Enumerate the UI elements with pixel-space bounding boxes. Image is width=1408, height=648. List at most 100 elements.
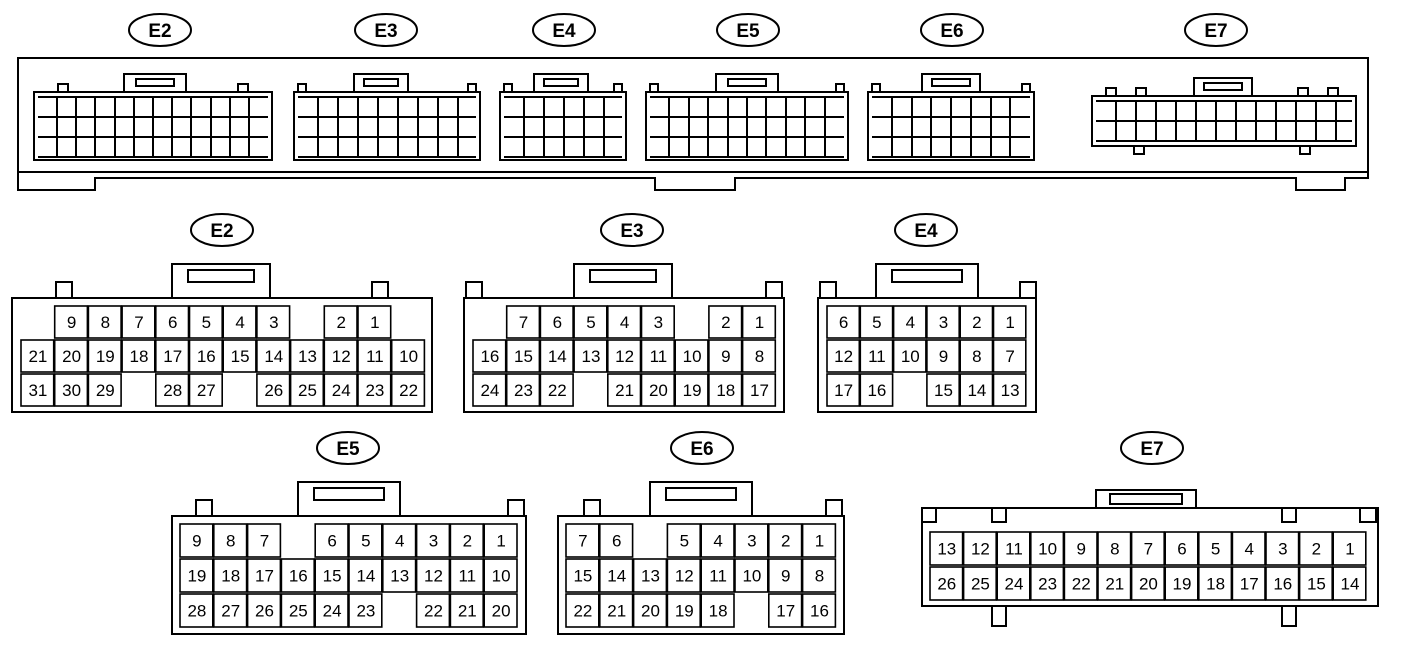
pin-e7-6: 6 (1164, 531, 1199, 566)
pin-number: 24 (1005, 575, 1024, 594)
pin-number: 3 (939, 313, 948, 332)
pin-e4-3: 3 (926, 305, 961, 339)
pin-e6-22: 22 (565, 593, 600, 628)
pin-number: 7 (519, 313, 528, 332)
pin-e3-16: 16 (472, 339, 507, 373)
pin-number: 6 (168, 313, 177, 332)
connector-label-text: E5 (736, 21, 760, 42)
pin-e7-14: 14 (1332, 566, 1367, 601)
pin-number: 11 (650, 347, 668, 366)
pin-e2-2: 2 (323, 305, 358, 339)
pin-e4-4: 4 (892, 305, 927, 339)
pin-number: 2 (336, 313, 345, 332)
pin-e6-3: 3 (734, 523, 769, 558)
pin-e2-18: 18 (121, 339, 156, 373)
pin-number: 17 (834, 381, 853, 400)
pin-number: 3 (1278, 540, 1287, 559)
pin-number: 23 (365, 381, 384, 400)
pin-number: 22 (573, 602, 592, 621)
pin-e6-4: 4 (700, 523, 735, 558)
pin-e4-10: 10 (892, 339, 927, 373)
overview-plug-e5 (645, 73, 849, 161)
pin-number: 18 (130, 347, 149, 366)
pin-number: 18 (716, 381, 735, 400)
pin-number: 25 (971, 575, 990, 594)
pin-e6-1: 1 (801, 523, 837, 558)
pin-e4-14: 14 (959, 373, 994, 407)
connector-label-text: E2 (148, 21, 171, 42)
pin-e7-21: 21 (1097, 566, 1132, 601)
pin-number: 7 (134, 313, 143, 332)
pin-number: 10 (901, 347, 920, 366)
overview-plug-e7 (1091, 77, 1357, 155)
pin-number: 23 (356, 602, 375, 621)
pin-number: 8 (1110, 540, 1119, 559)
pin-number: 5 (872, 313, 881, 332)
pin-number: 9 (939, 347, 948, 366)
connector-label-e4-top: E4 (532, 13, 596, 47)
pin-number: 15 (573, 567, 592, 586)
connector-e4-body (817, 263, 1037, 413)
pin-number: 17 (750, 381, 769, 400)
pin-e3-15: 15 (505, 339, 541, 373)
pin-number: 2 (721, 313, 730, 332)
pin-number: 14 (548, 347, 567, 366)
connector-label-e6-top: E6 (920, 13, 984, 47)
pin-number: 16 (810, 602, 829, 621)
pin-e7-1: 1 (1332, 531, 1367, 566)
overview-plug-e6 (867, 73, 1035, 161)
pin-e7-24: 24 (996, 566, 1031, 601)
pin-number: 15 (1307, 575, 1326, 594)
pin-number: 22 (548, 381, 567, 400)
pin-e6-2: 2 (767, 523, 803, 558)
pin-e5-7: 7 (246, 523, 282, 558)
pin-e2-29: 29 (87, 373, 122, 407)
pin-number: 14 (264, 347, 283, 366)
pin-number: 16 (1273, 575, 1292, 594)
pin-number: 27 (197, 381, 216, 400)
pin-e5-16: 16 (280, 558, 315, 593)
pin-e4-17: 17 (826, 373, 861, 407)
connector-label-text: E4 (552, 21, 576, 42)
pin-e7-4: 4 (1231, 531, 1266, 566)
pin-e5-4: 4 (381, 523, 417, 558)
pin-e5-12: 12 (415, 558, 451, 593)
pin-e6-20: 20 (632, 593, 668, 628)
pin-e4-11: 11 (859, 339, 894, 373)
connector-label-text: E3 (620, 221, 643, 242)
connector-label-e2-top: E2 (128, 13, 192, 47)
pin-e3-14: 14 (539, 339, 574, 373)
pin-number: 19 (1173, 575, 1192, 594)
pin-e2-1: 1 (357, 305, 392, 339)
pin-number: 1 (1005, 313, 1014, 332)
pin-number: 27 (221, 602, 240, 621)
pin-e2-27: 27 (188, 373, 224, 407)
pin-number: 9 (67, 313, 76, 332)
pin-number: 3 (429, 532, 438, 551)
connector-e7-body (921, 489, 1379, 627)
pin-e3-18: 18 (708, 373, 743, 407)
pin-e3-2: 2 (708, 305, 743, 339)
pin-e7-25: 25 (962, 566, 997, 601)
pin-number: 12 (615, 347, 634, 366)
pin-number: 2 (781, 532, 790, 551)
pin-number: 10 (683, 347, 702, 366)
connector-label-e3-detail: E3 (600, 213, 664, 247)
pin-number: 16 (867, 381, 886, 400)
connector-label-e2-detail: E2 (190, 213, 254, 247)
pin-e7-12: 12 (962, 531, 997, 566)
connector-e6-body (557, 481, 845, 635)
pin-e7-18: 18 (1198, 566, 1233, 601)
pin-e4-7: 7 (992, 339, 1027, 373)
pin-number: 4 (395, 532, 404, 551)
pin-number: 21 (28, 347, 47, 366)
pin-e3-6: 6 (539, 305, 574, 339)
pin-e2-6: 6 (155, 305, 190, 339)
pin-e5-23: 23 (348, 593, 383, 628)
pin-number: 15 (231, 347, 250, 366)
pin-e5-9: 9 (179, 523, 214, 558)
pin-e5-2: 2 (449, 523, 484, 558)
pin-number: 18 (221, 567, 240, 586)
pin-e7-8: 8 (1097, 531, 1132, 566)
